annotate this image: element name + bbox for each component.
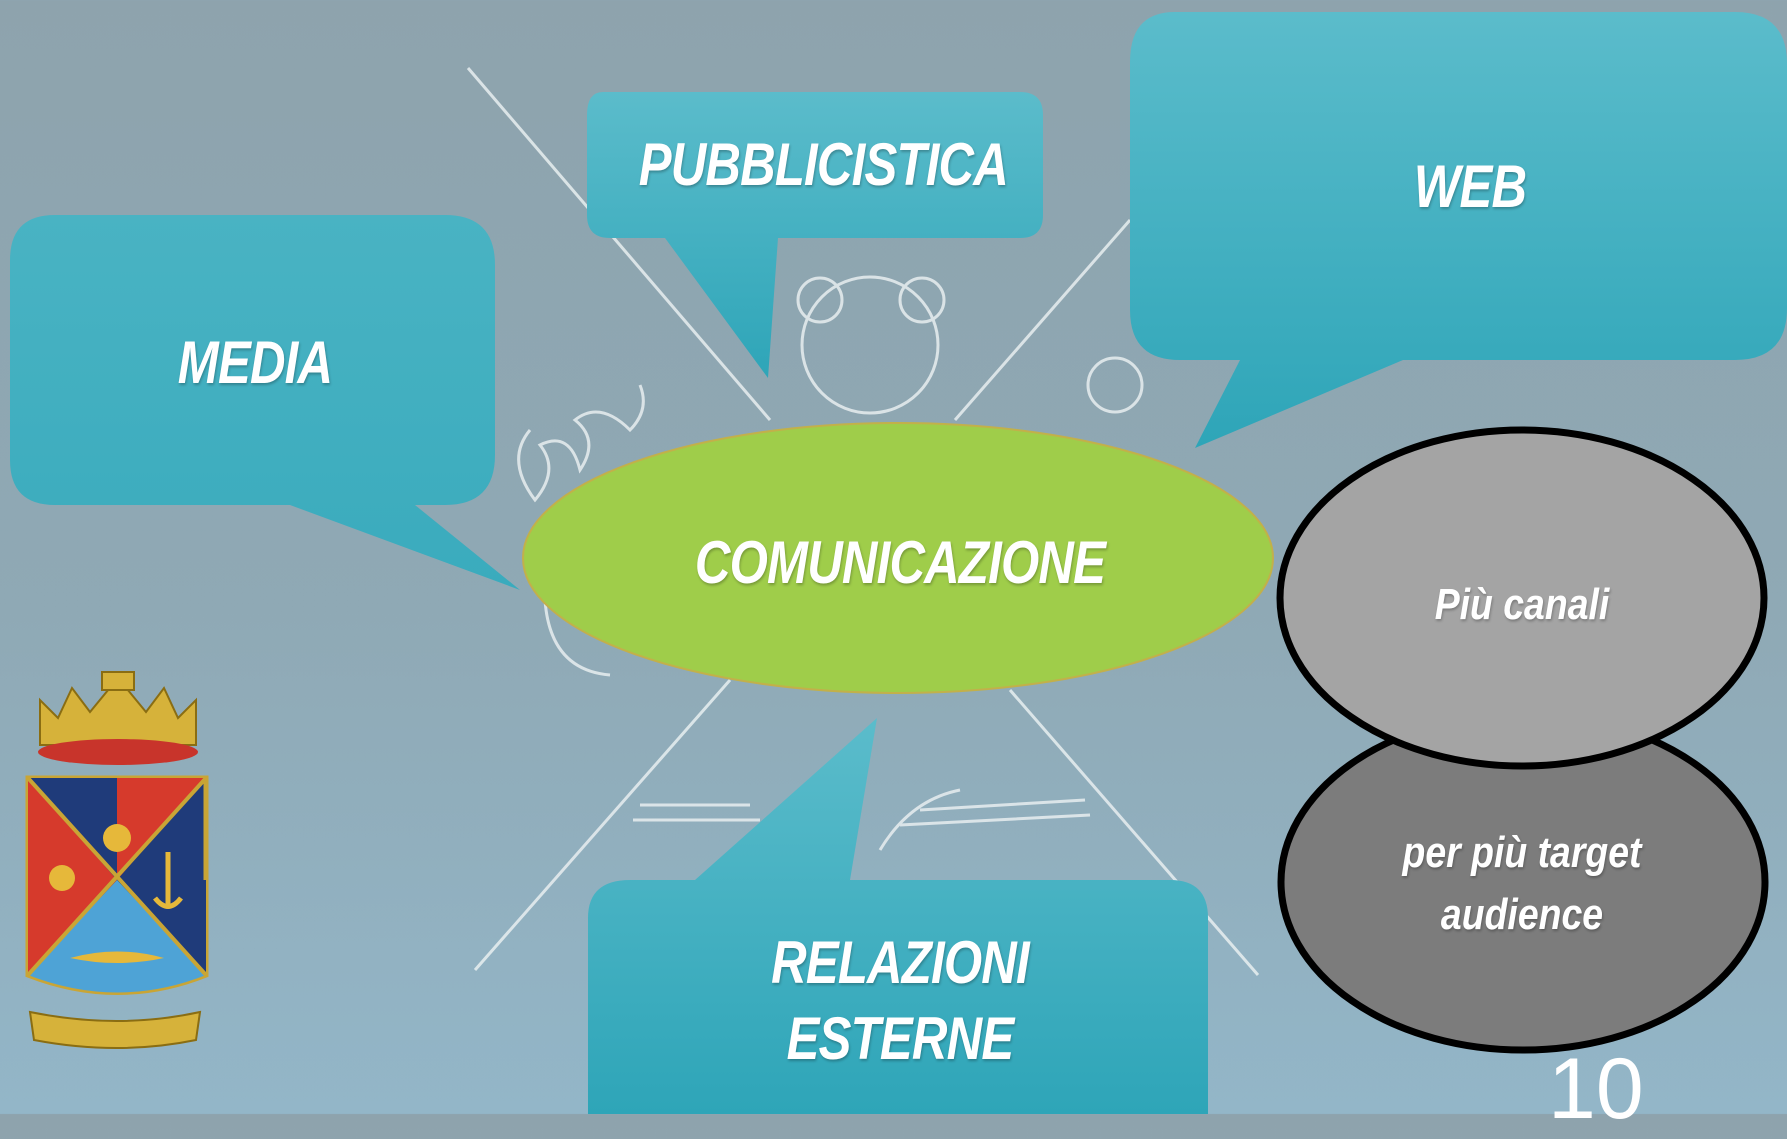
web-bubble	[1130, 12, 1787, 448]
relazioni-esterne-bubble	[588, 718, 1208, 1114]
comunicazione-ellipse	[522, 422, 1274, 694]
pubblicistica-label: PUBBLICISTICA	[638, 131, 1009, 198]
page-number: 10	[1548, 1041, 1644, 1137]
comunicazione-label: COMUNICAZIONE	[694, 529, 1106, 596]
piu-canali-label: Più canali	[1434, 580, 1610, 629]
coat-of-arms-logo	[25, 671, 209, 1049]
esterne-line: ESTERNE	[786, 1005, 1014, 1072]
diagram-canvas	[10, 12, 1787, 1114]
piu-canali-oval	[1276, 426, 1768, 770]
media-label: MEDIA	[177, 329, 333, 396]
media-bubble	[10, 215, 520, 590]
target-line-1: per più target	[1402, 828, 1642, 877]
target-audience-label: per più target audience	[1332, 822, 1712, 946]
crossed-lines-emblem	[466, 67, 1260, 976]
web-label: WEB	[1413, 153, 1527, 220]
target-line-2: audience	[1440, 890, 1604, 939]
relazioni-esterne-label: RELAZIONI ESTERNE	[660, 925, 1140, 1077]
relazioni-line: RELAZIONI	[771, 929, 1030, 996]
pubblicistica-bubble	[587, 92, 1043, 378]
